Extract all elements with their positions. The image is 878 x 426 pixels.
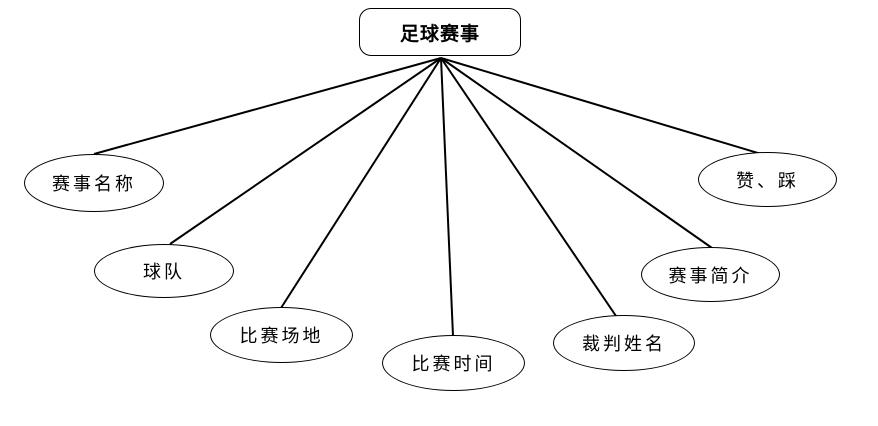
connector-line	[280, 57, 442, 309]
connector-line	[169, 57, 442, 245]
attribute-label: 赛事简介	[668, 265, 753, 287]
connector-line	[440, 57, 769, 157]
connector-line	[93, 57, 442, 155]
entity-football-match: 足球赛事	[359, 8, 521, 56]
attribute-match-name: 赛事名称	[24, 154, 164, 212]
entity-label: 足球赛事	[399, 22, 480, 45]
attribute-match-intro: 赛事简介	[641, 247, 780, 302]
attribute-label: 裁判姓名	[582, 334, 666, 355]
attribute-label: 赛事名称	[52, 174, 136, 195]
attribute-team: 球队	[94, 244, 234, 298]
connector-line	[440, 57, 454, 337]
attribute-label: 比赛时间	[411, 354, 496, 375]
attribute-label: 球队	[143, 262, 185, 283]
attribute-referee-name: 裁判姓名	[553, 315, 695, 371]
attribute-venue: 比赛场地	[210, 307, 353, 363]
attribute-match-time: 比赛时间	[382, 335, 525, 391]
attribute-like-dislike: 赞、踩	[698, 152, 837, 207]
connector-line	[440, 57, 713, 249]
attribute-label: 赞、踩	[736, 170, 799, 192]
attribute-label: 比赛场地	[239, 326, 324, 347]
connector-line	[440, 57, 617, 317]
